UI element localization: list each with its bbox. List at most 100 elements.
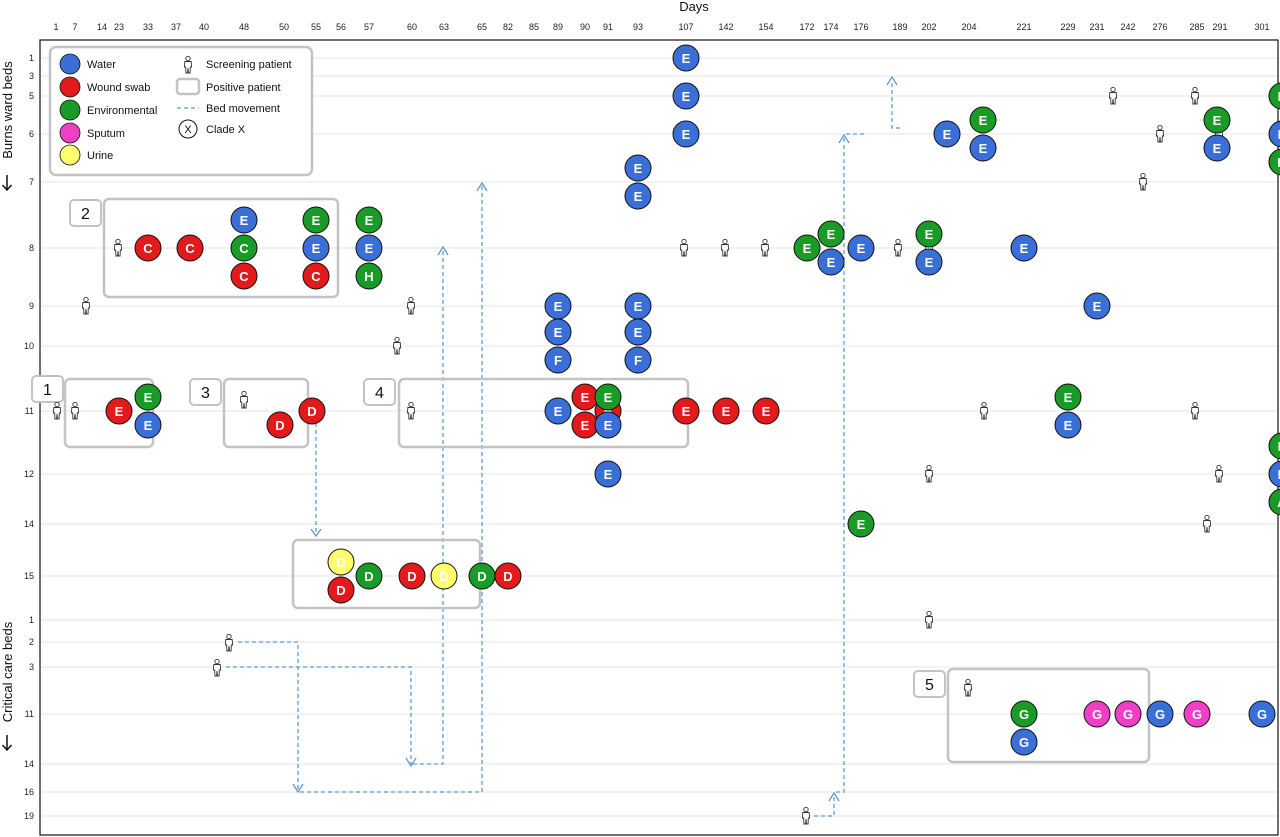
screening-patient-icon (1155, 124, 1165, 143)
x-tick-label: 48 (239, 22, 249, 32)
sample-clade-label: D (477, 569, 486, 584)
sample-circle (624, 182, 652, 210)
sample-clade-label: E (1278, 127, 1280, 142)
sample-clade-label: E (365, 241, 374, 256)
sample-clade-label: E (722, 404, 731, 419)
water-swatch (59, 53, 81, 75)
sample-clade-label: E (604, 467, 613, 482)
environmental-swatch (59, 99, 81, 121)
sample-circle (230, 262, 258, 290)
sample-marker: D (298, 397, 326, 425)
sample-marker: G (1146, 700, 1174, 728)
sample-marker: D (494, 562, 522, 590)
screening-patient-icon (406, 401, 416, 420)
screening-patient-icon (924, 464, 934, 483)
legend-label: Screening patient (206, 59, 292, 71)
sample-marker: E (134, 411, 162, 439)
sample-clade-label: D (275, 418, 284, 433)
sample-circle (752, 397, 780, 425)
sample-clade-label: E (115, 404, 124, 419)
sample-marker: E (594, 460, 622, 488)
sample-circle (430, 562, 458, 590)
legend-label: Bed movement (206, 103, 280, 115)
x-tick-label: 291 (1212, 22, 1227, 32)
sample-circle (1010, 700, 1038, 728)
legend-box (48, 45, 314, 177)
patient-number: 5 (925, 677, 934, 694)
sample-marker: E (571, 411, 599, 439)
sample-clade-label: E (1093, 299, 1102, 314)
sample-circle (302, 206, 330, 234)
sample-circle (915, 220, 943, 248)
screening-patient-icon (679, 238, 689, 257)
sample-circle (302, 234, 330, 262)
x-tick-label: 60 (407, 22, 417, 32)
sample-circle (1083, 292, 1111, 320)
sample-clade-label: E (634, 299, 643, 314)
sample-marker: E (1010, 234, 1038, 262)
sample-marker: D (327, 576, 355, 604)
sample-circle (1268, 432, 1280, 460)
sample-marker: E (672, 44, 700, 72)
sample-clade-label: E (827, 255, 836, 270)
sample-circle (355, 262, 383, 290)
x-axis-title: Days (679, 0, 709, 14)
screening-patient-icon (1138, 172, 1148, 191)
sample-clade-label: E (1278, 89, 1280, 104)
x-tick-label: 90 (580, 22, 590, 32)
sample-circle (302, 262, 330, 290)
x-tick-label: 276 (1152, 22, 1167, 32)
sample-circle (1146, 700, 1174, 728)
y-tick-label: 14 (24, 519, 34, 529)
sample-circle (1248, 700, 1276, 728)
screening-patient-icon (924, 610, 934, 629)
sample-circle (1268, 82, 1280, 110)
sample-marker: E (793, 234, 821, 262)
sample-circle (266, 411, 294, 439)
y-tick-label: 1 (29, 615, 34, 625)
sample-marker: E (969, 106, 997, 134)
y-tick-label: 3 (29, 71, 34, 81)
sample-clade-label: H (364, 269, 373, 284)
sample-marker: E (1268, 432, 1280, 460)
y-tick-label: 11 (25, 709, 34, 719)
burns-ward-title: Burns ward beds (0, 61, 15, 159)
sample-marker: E (594, 383, 622, 411)
sample-circle (624, 346, 652, 374)
sample-clade-label: E (1213, 113, 1222, 128)
positive-patient-box (222, 377, 310, 449)
sample-clade-label: G (1123, 707, 1133, 722)
sample-clade-label: E (312, 213, 321, 228)
legend-item-wound-swab: Wound swab (59, 76, 150, 98)
sample-marker: E (134, 383, 162, 411)
sample-marker: E (1268, 120, 1280, 148)
x-tick-label: 202 (921, 22, 936, 32)
sample-clade-label: E (1278, 467, 1280, 482)
sample-circle (134, 411, 162, 439)
sample-clade-label: E (803, 241, 812, 256)
sample-clade-label: E (1278, 439, 1280, 454)
sample-marker: E (1054, 383, 1082, 411)
sample-marker: C (230, 234, 258, 262)
sample-marker: G (1183, 700, 1211, 728)
sample-circle (817, 220, 845, 248)
sample-circle (847, 510, 875, 538)
sample-clade-label: D (503, 569, 512, 584)
sample-circle (1010, 728, 1038, 756)
sample-clade-label: E (682, 404, 691, 419)
bed-movement-arrowhead-icon (828, 791, 840, 802)
sample-marker: E (624, 182, 652, 210)
positive-patient-boxes: 1 2 3 4 5 (31, 197, 1151, 764)
sample-marker: E (672, 397, 700, 425)
sputum-swatch (59, 122, 81, 144)
bed-movement-arrowhead-icon (476, 181, 488, 192)
sample-marker: D (398, 562, 426, 590)
sample-marker: E (624, 154, 652, 182)
y-tick-label: 7 (29, 177, 34, 187)
sample-clade-label: E (979, 113, 988, 128)
sample-marker: G (1114, 700, 1142, 728)
x-tick-label: 242 (1120, 22, 1135, 32)
patient-number: 3 (201, 385, 210, 402)
sample-circle (355, 562, 383, 590)
x-tick-label: 231 (1089, 22, 1104, 32)
